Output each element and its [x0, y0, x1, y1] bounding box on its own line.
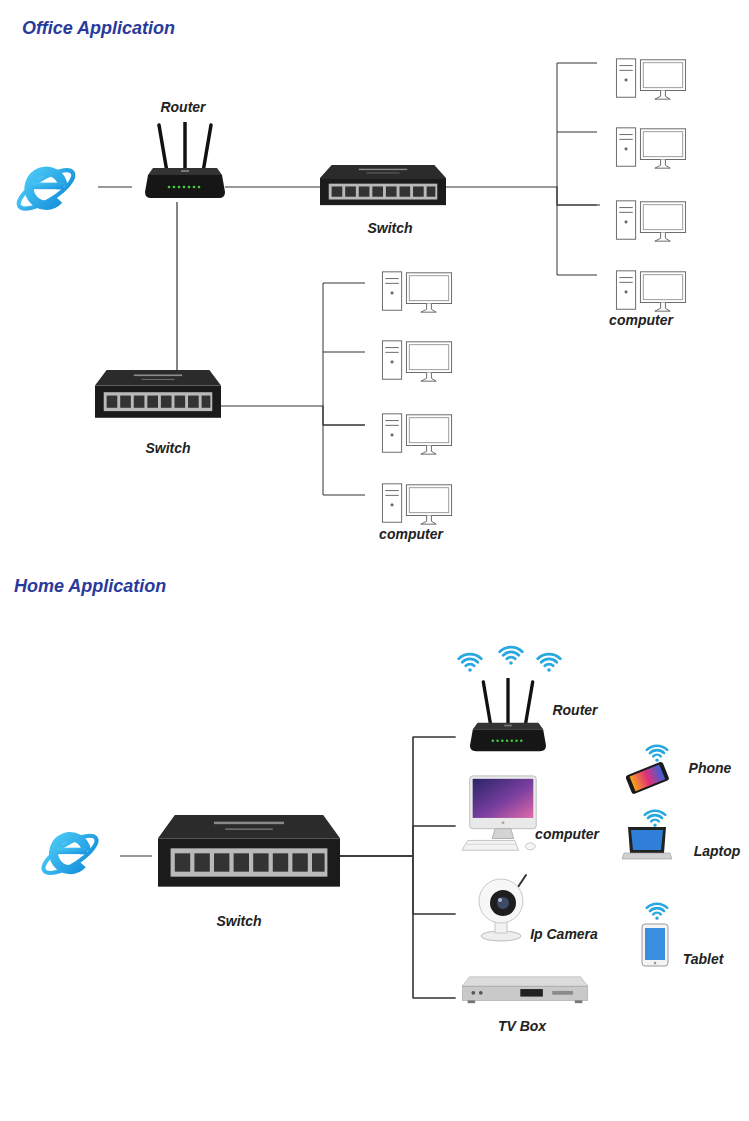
switch-node: Switch [158, 815, 340, 890]
switch-icon [158, 815, 340, 887]
tv-box-node: TV Box [456, 972, 590, 1006]
device-label: TV Box [498, 1018, 546, 1034]
tv-box-icon [462, 977, 588, 1003]
bracket [557, 63, 597, 275]
router-icon [470, 679, 546, 751]
home-illustration [38, 647, 672, 1003]
ip-camera-icon [479, 875, 526, 941]
wire [120, 856, 152, 857]
device-label: computer [609, 312, 673, 328]
device-label: Laptop [694, 843, 741, 859]
device-label: Switch [367, 220, 412, 236]
network-cable [225, 186, 320, 187]
wifi-signal [538, 654, 561, 672]
network-cable [176, 202, 177, 370]
network-cable [340, 737, 456, 856]
desktop-computer-icon [462, 776, 536, 850]
internet-logo [13, 163, 78, 215]
computer-icon [616, 201, 685, 241]
router-icon [145, 122, 225, 198]
office-illustration [13, 59, 685, 524]
network-cable [446, 187, 600, 205]
device-label: Switch [145, 440, 190, 456]
device-label: Ip Camera [530, 926, 598, 942]
internet-logo [38, 829, 101, 880]
router-node: Router [456, 645, 556, 757]
device-label: Phone [689, 760, 732, 776]
computer-icon [382, 272, 451, 312]
computer-icon [382, 484, 451, 524]
device-label: computer [379, 526, 443, 542]
switch-icon [95, 370, 221, 418]
phone-node: Phone [620, 740, 675, 795]
network-cable [221, 406, 365, 425]
computer-icon [382, 341, 451, 381]
wifi-signal [647, 904, 668, 920]
wifi-signal [645, 811, 666, 827]
computer-icon [616, 128, 685, 168]
router-node: Router [145, 120, 225, 202]
device-label: computer [535, 826, 599, 842]
computer-group: computer [365, 266, 465, 510]
network-cable [340, 826, 456, 856]
switch-node: Switch [95, 370, 221, 420]
device-label: Tablet [683, 951, 724, 967]
device-label: Router [552, 702, 597, 718]
network-cable [340, 856, 456, 914]
phone-icon [625, 761, 670, 795]
wifi-signal [647, 746, 668, 762]
wifi-signal [459, 654, 482, 672]
laptop-icon [622, 827, 672, 859]
computer-icon [382, 414, 451, 454]
wifi-signal [500, 647, 523, 665]
device-label: Router [160, 99, 205, 115]
bracket [323, 283, 365, 495]
computer-icon [616, 271, 685, 311]
network-cable [340, 856, 456, 998]
tablet-icon [642, 924, 668, 966]
tablet-node: Tablet [635, 900, 675, 972]
wire [98, 187, 132, 188]
section-heading: Home Application [14, 576, 166, 597]
laptop-node: Laptop [620, 805, 675, 865]
device-label: Switch [216, 913, 261, 929]
computer-group: computer [600, 52, 700, 290]
section-heading: Office Application [22, 18, 175, 39]
computer-icon [616, 59, 685, 99]
computer-node: computer [456, 773, 546, 858]
switch-node: Switch [320, 165, 446, 207]
camera-node: Ip Camera [456, 873, 536, 943]
bracket [413, 737, 455, 998]
switch-icon [320, 165, 446, 205]
